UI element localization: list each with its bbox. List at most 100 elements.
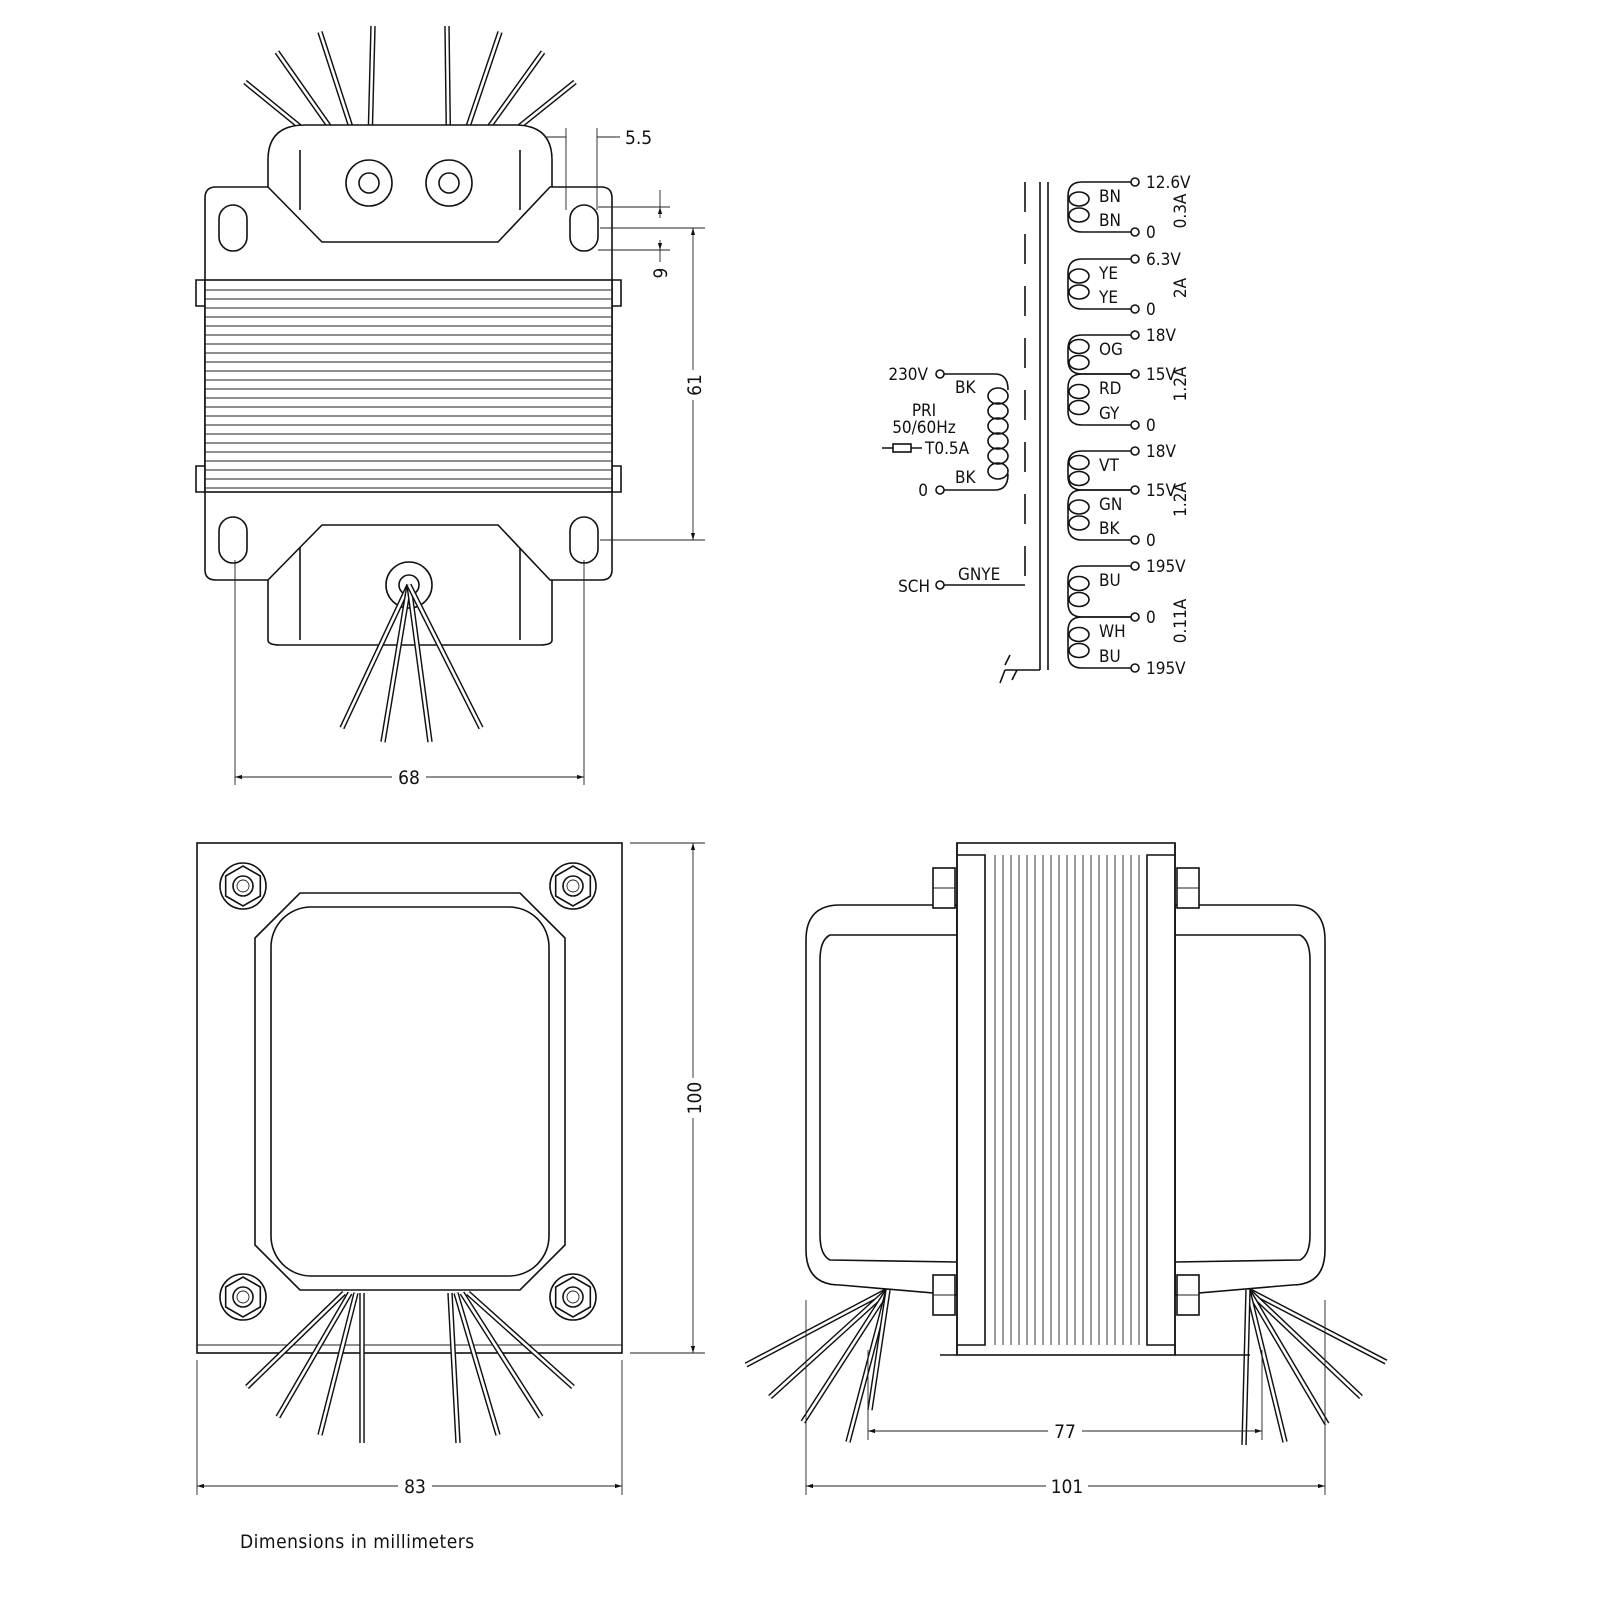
wire-color-label: WH xyxy=(1099,622,1126,642)
coil-loop xyxy=(987,387,1009,405)
coil-loop xyxy=(1068,399,1090,416)
wire-color-label: GNYE xyxy=(958,565,1000,585)
wire-color-label: BK xyxy=(955,378,976,398)
mounting-hole xyxy=(569,516,599,564)
lamination-lines xyxy=(205,289,612,489)
wire-color-label: BU xyxy=(1099,571,1121,591)
current-rating-label: 1.2A xyxy=(1171,366,1191,401)
front-bell-outline xyxy=(254,892,566,1291)
wire xyxy=(1247,1288,1387,1364)
tap-label: 0 xyxy=(1146,416,1156,436)
wire xyxy=(246,1292,345,1388)
dimension-5-5: 5.5 xyxy=(545,127,652,210)
coil-loop xyxy=(1068,626,1090,643)
side-view: 77 101 xyxy=(744,842,1388,1498)
tap-label: 18V xyxy=(1146,442,1176,462)
tap-label: 18V xyxy=(1146,326,1176,346)
terminal xyxy=(1130,304,1140,314)
primary-label: PRI xyxy=(912,401,936,421)
dimension-label: 101 xyxy=(1051,1476,1084,1498)
wire-color-label: GY xyxy=(1099,404,1120,424)
nut-icon xyxy=(224,865,262,907)
coil-loop xyxy=(1068,268,1090,284)
current-rating-label: 2A xyxy=(1171,277,1191,298)
coil-loop xyxy=(1068,575,1090,592)
wire xyxy=(467,1292,574,1388)
terminal xyxy=(1130,330,1140,340)
winding xyxy=(1067,258,1131,310)
nut-washer xyxy=(219,1273,267,1321)
tap-label: 0 xyxy=(1146,531,1156,551)
wire xyxy=(454,1292,500,1436)
terminal xyxy=(935,369,945,379)
coil-loop xyxy=(1068,591,1090,608)
grommet xyxy=(425,159,473,207)
wire-color-label: BN xyxy=(1099,211,1121,231)
nut-bolt xyxy=(1176,867,1200,909)
top-view: 68 61 9 5.5 xyxy=(195,25,706,789)
bolt xyxy=(562,875,584,897)
tap-label: 15V xyxy=(1146,481,1176,501)
wire-color-label: OG xyxy=(1099,340,1123,360)
terminal xyxy=(935,580,945,590)
dimension-label: 5.5 xyxy=(625,127,652,149)
left-bell xyxy=(805,904,958,1296)
terminal xyxy=(935,485,945,495)
dimension-83: 83 xyxy=(196,1360,623,1498)
coil-loop xyxy=(987,447,1009,465)
coil-loop xyxy=(987,402,1009,420)
terminal xyxy=(1130,254,1140,264)
wire xyxy=(1246,1289,1287,1443)
bolt-thread xyxy=(236,1290,250,1304)
nut-icon xyxy=(554,865,592,907)
terminal xyxy=(1130,485,1140,495)
coil-loop xyxy=(1068,207,1090,223)
bolt-thread xyxy=(566,1290,580,1304)
nut-icon xyxy=(554,1276,592,1318)
wire xyxy=(745,1288,889,1367)
wire-color-label: BK xyxy=(955,468,976,488)
tap-label: 12.6V xyxy=(1146,173,1191,193)
units-caption: Dimensions in millimeters xyxy=(240,1531,475,1553)
dimension-100: 100 xyxy=(630,842,706,1354)
wire xyxy=(340,584,411,729)
coil-loop xyxy=(1068,470,1090,487)
tap-label: 0 xyxy=(1146,300,1156,320)
dimension-9: 9 xyxy=(598,190,672,278)
mounting-hole xyxy=(569,204,599,252)
wire-color-label: BU xyxy=(1099,647,1121,667)
tap-label: 195V xyxy=(1146,557,1186,577)
winding xyxy=(1067,334,1131,375)
wire xyxy=(381,584,411,743)
terminal xyxy=(1130,177,1140,187)
wire-color-label: VT xyxy=(1099,456,1119,476)
tap-label: 195V xyxy=(1146,659,1186,679)
shield-terminal-label: SCH xyxy=(898,577,930,597)
coil-loop xyxy=(1068,338,1090,355)
fuse-label: T0.5A xyxy=(924,439,970,459)
dimension-label: 9 xyxy=(650,268,672,279)
winding xyxy=(1067,565,1131,618)
tap-label: 0 xyxy=(1146,608,1156,628)
fuse-icon xyxy=(882,443,922,453)
coil-loop xyxy=(987,432,1009,450)
wire-color-label: YE xyxy=(1098,288,1118,308)
tap-label: 6.3V xyxy=(1146,250,1181,270)
nut-washer xyxy=(549,1273,597,1321)
lamination-lines xyxy=(994,855,1140,1345)
wire xyxy=(407,584,432,743)
winding xyxy=(1067,373,1131,426)
current-rating-label: 1.2A xyxy=(1171,482,1191,517)
wire xyxy=(1246,1289,1329,1425)
wire xyxy=(407,584,483,729)
coil-loop xyxy=(1068,284,1090,300)
terminal xyxy=(1130,612,1140,622)
terminal xyxy=(1130,369,1140,379)
ground-symbol xyxy=(944,584,1040,684)
bolt xyxy=(232,1286,254,1308)
terminal xyxy=(1130,446,1140,456)
terminal xyxy=(1130,535,1140,545)
bolt-thread xyxy=(566,879,580,893)
primary-winding: 230V 0 BK BK PRI 50/60Hz T0.5A xyxy=(882,365,1009,501)
wire-color-label: BK xyxy=(1099,519,1120,539)
